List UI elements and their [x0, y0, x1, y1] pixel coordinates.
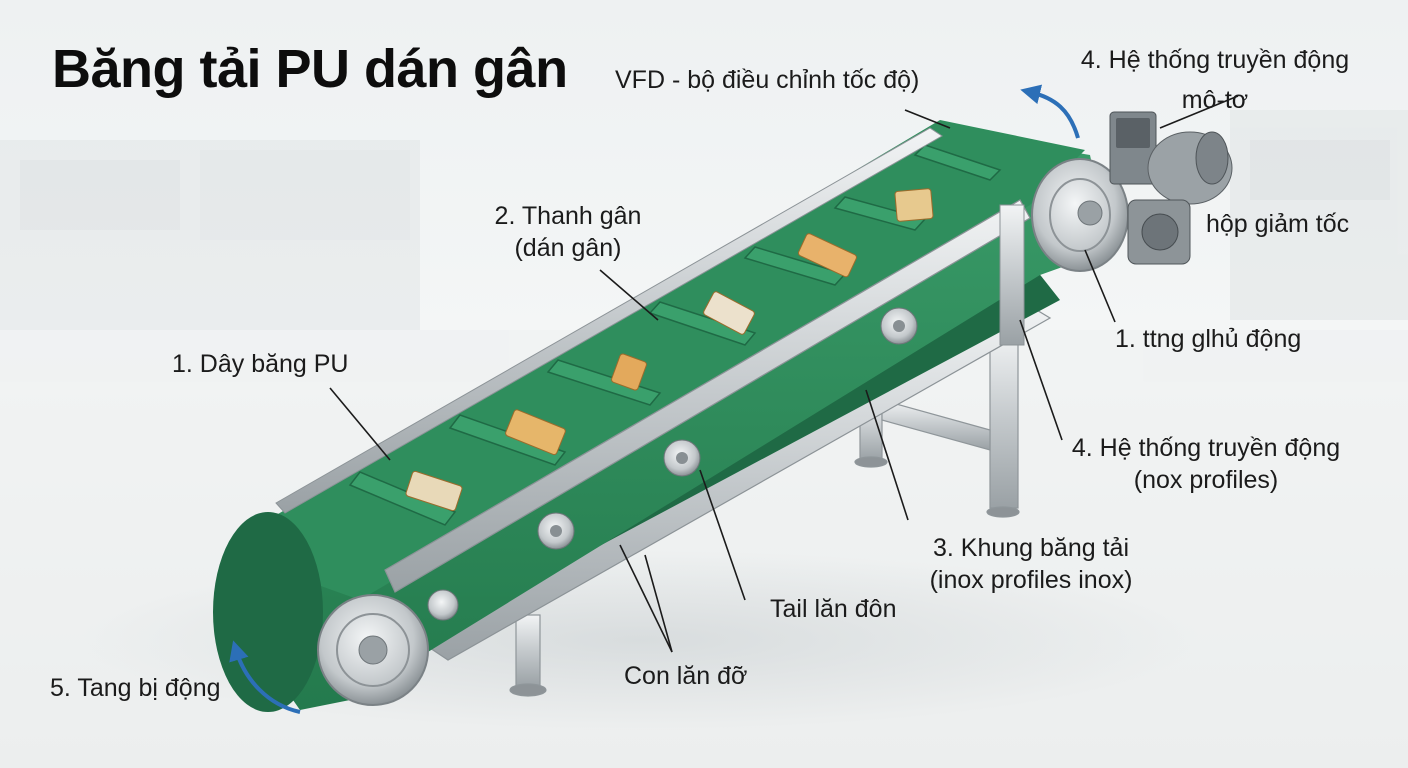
label-drive-roller: 1. ttng glhủ động: [1115, 325, 1302, 353]
product-packs: [405, 188, 934, 512]
motor-gearbox: [1109, 111, 1233, 265]
label-drive-system-side-line2: (nox profiles): [1133, 466, 1279, 494]
label-conveyor-frame-line2: (inox profiles inox): [929, 566, 1133, 594]
upper-side-rail: [384, 199, 1031, 593]
page-title: Băng tải PU dán gân: [52, 39, 568, 99]
belt-direction-arrow-top: [1020, 84, 1080, 139]
label-drive-system-side-line1: 4. Hệ thống truyền động: [1071, 434, 1341, 462]
label-cleat: 2. Thanh gân (dán gân): [494, 200, 642, 264]
label-pu-belt: 1. Dây băng PU: [172, 350, 349, 378]
far-side-rail: [275, 127, 943, 514]
label-support-roller: Con lăn đỡ: [624, 662, 748, 690]
label-motor: mô-tơ: [1181, 86, 1249, 114]
label-idler-pulley: 5. Tang bị động: [50, 674, 221, 702]
support-rollers: [427, 307, 918, 621]
belt-direction-arrow-bottom: [229, 640, 301, 714]
label-tail-roller: Tail lăn đôn: [770, 595, 897, 623]
label-cleat-line2: (dán gân): [514, 234, 622, 262]
belt-cleats: [348, 144, 1002, 526]
label-gearbox: hộp giảm tốc: [1206, 210, 1350, 238]
belt-top-surface: [268, 120, 1085, 600]
label-cleat-line1: 2. Thanh gân: [494, 202, 642, 230]
label-drive-system-side: 4. Hệ thống truyền động (nox profiles): [1064, 432, 1348, 496]
label-conveyor-frame: 3. Khung băng tải (inox profiles inox): [908, 532, 1154, 596]
label-conveyor-frame-line1: 3. Khung băng tải: [933, 534, 1129, 562]
label-drive-system-top-line1: 4. Hệ thống truyền động: [1080, 46, 1350, 74]
leader-lines: [329, 95, 1239, 653]
head-frame-post: [999, 204, 1025, 346]
label-drive-system-top: 4. Hệ thống truyền động mô-tơ: [1074, 44, 1356, 116]
label-vfd: VFD - bộ điều chỉnh tốc độ): [615, 66, 920, 94]
